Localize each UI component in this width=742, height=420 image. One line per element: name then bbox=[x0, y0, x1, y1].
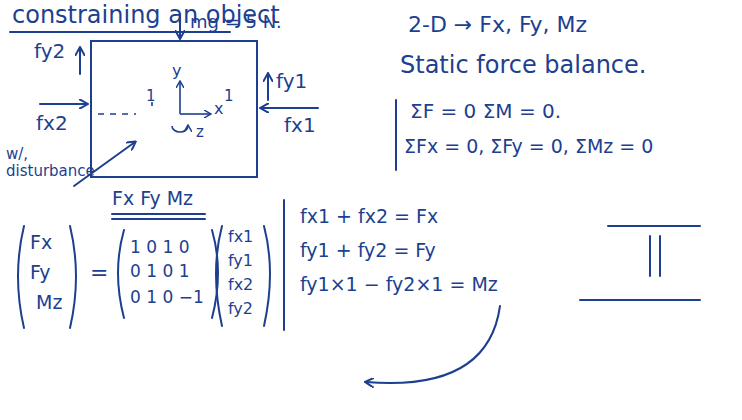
force-label: fy1 bbox=[276, 70, 307, 93]
equation: fx1 + fx2 = Fx bbox=[300, 206, 438, 228]
equation: ΣFx = 0, ΣFy = 0, ΣMz = 0 bbox=[404, 136, 653, 158]
axis-label: z bbox=[196, 124, 204, 141]
axis-label: x bbox=[214, 100, 223, 118]
vector-entry: fy2 bbox=[228, 300, 253, 318]
force-label: fy2 bbox=[34, 40, 65, 63]
vector-entry: Fx bbox=[30, 232, 52, 254]
equation: ΣF = 0 ΣM = 0. bbox=[410, 100, 561, 123]
force-label: fx1 bbox=[284, 114, 316, 137]
vector-entry: Mz bbox=[36, 292, 62, 314]
force-label: fx2 bbox=[36, 112, 68, 135]
heading-note: Static force balance. bbox=[400, 52, 646, 80]
vector-entry: fx2 bbox=[228, 276, 253, 294]
heading-note: Fx Fy Mz bbox=[112, 188, 193, 210]
equals-sign: = bbox=[90, 260, 108, 285]
axis-label: 1 bbox=[224, 88, 234, 105]
vector-entry: fx1 bbox=[228, 228, 253, 246]
vector-entry: fy1 bbox=[228, 252, 253, 270]
matrix-row: 0 1 0 1 bbox=[130, 262, 189, 282]
force-label: mg = 5 N. bbox=[190, 12, 282, 33]
matrix-row: 1 0 1 0 bbox=[130, 238, 189, 258]
note: 2-D → Fx, Fy, Mz bbox=[408, 12, 587, 37]
axis-label: 1 bbox=[146, 88, 156, 105]
equation: fy1 + fy2 = Fy bbox=[300, 240, 436, 262]
vector-entry: Fy bbox=[30, 262, 50, 284]
note: w/, disturbance bbox=[6, 146, 72, 181]
object-box: 1y1xz bbox=[90, 40, 258, 178]
matrix-row: 0 1 0 −1 bbox=[130, 288, 204, 308]
axis-label: y bbox=[172, 62, 181, 80]
equation: fy1×1 − fy2×1 = Mz bbox=[300, 274, 498, 296]
